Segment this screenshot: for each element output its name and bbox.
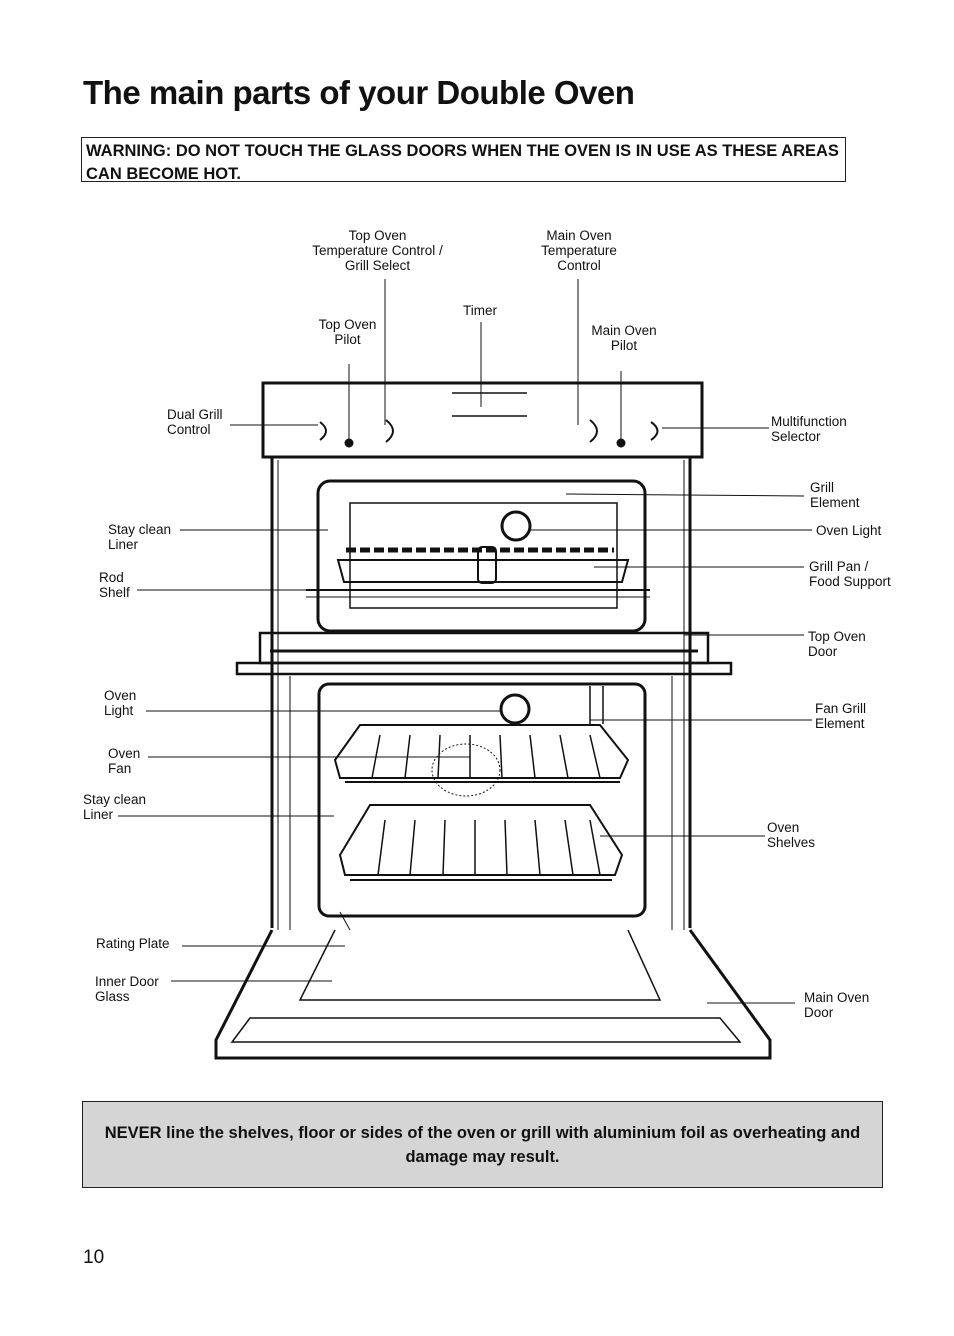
label-top-oven-door: Top Oven Door <box>808 629 866 659</box>
oven-cabinet <box>270 457 692 928</box>
label-rod-shelf: Rod Shelf <box>99 570 130 600</box>
label-oven-shelves: Oven Shelves <box>767 820 816 850</box>
label-main-oven-pilot: Main Oven Pilot <box>591 323 657 353</box>
multifunction-knob-icon <box>650 421 659 441</box>
label-main-oven-temperature-control: Main Oven Temperature Control <box>541 228 617 273</box>
label-stay-clean-liner-top: Stay clean Liner <box>108 522 172 552</box>
top-oven-light-icon <box>500 510 532 542</box>
foil-notice-box: NEVER line the shelves, floor or sides o… <box>82 1101 883 1188</box>
dual-grill-knob-icon <box>319 421 327 441</box>
top-oven-knob-icon <box>385 419 394 443</box>
oven-shelf-upper <box>333 724 630 779</box>
foil-notice-text: NEVER line the shelves, floor or sides o… <box>104 1123 861 1166</box>
label-oven-fan: Oven Fan <box>108 746 141 776</box>
main-oven-door <box>214 929 772 1060</box>
grill-pan <box>336 559 630 583</box>
label-oven-light-top: Oven Light <box>816 523 882 538</box>
label-oven-light-main: Oven Light <box>104 688 137 718</box>
top-oven-door <box>258 631 710 665</box>
label-rating-plate: Rating Plate <box>96 936 170 951</box>
main-oven-light-icon <box>499 693 531 725</box>
warning-box: WARNING: DO NOT TOUCH THE GLASS DOORS WH… <box>81 137 846 183</box>
label-main-oven-door: Main Oven Door <box>804 990 870 1020</box>
oven-fan-icon <box>431 743 501 797</box>
label-stay-clean-liner-main: Stay clean Liner <box>83 792 147 822</box>
page-number: 10 <box>83 1247 105 1268</box>
label-inner-door-glass: Inner Door Glass <box>95 974 159 1004</box>
label-grill-element: Grill Element <box>810 480 860 510</box>
label-dual-grill-control: Dual Grill Control <box>167 407 223 437</box>
oven-shelf-lower <box>338 804 624 876</box>
label-fan-grill-element: Fan Grill Element <box>815 701 867 731</box>
label-grill-pan-food-support: Grill Pan / Food Support <box>809 559 891 589</box>
label-top-oven-temperature-control: Top Oven Temperature Control / Grill Sel… <box>312 228 443 273</box>
label-multifunction-selector: Multifunction Selector <box>771 414 847 444</box>
control-panel <box>261 381 704 459</box>
label-top-oven-pilot: Top Oven Pilot <box>318 317 377 347</box>
main-oven-cavity <box>317 682 647 918</box>
page-title: The main parts of your Double Oven <box>83 74 635 111</box>
main-oven-knob-icon <box>589 419 598 443</box>
label-timer: Timer <box>463 303 497 318</box>
top-oven-cavity <box>316 479 647 633</box>
